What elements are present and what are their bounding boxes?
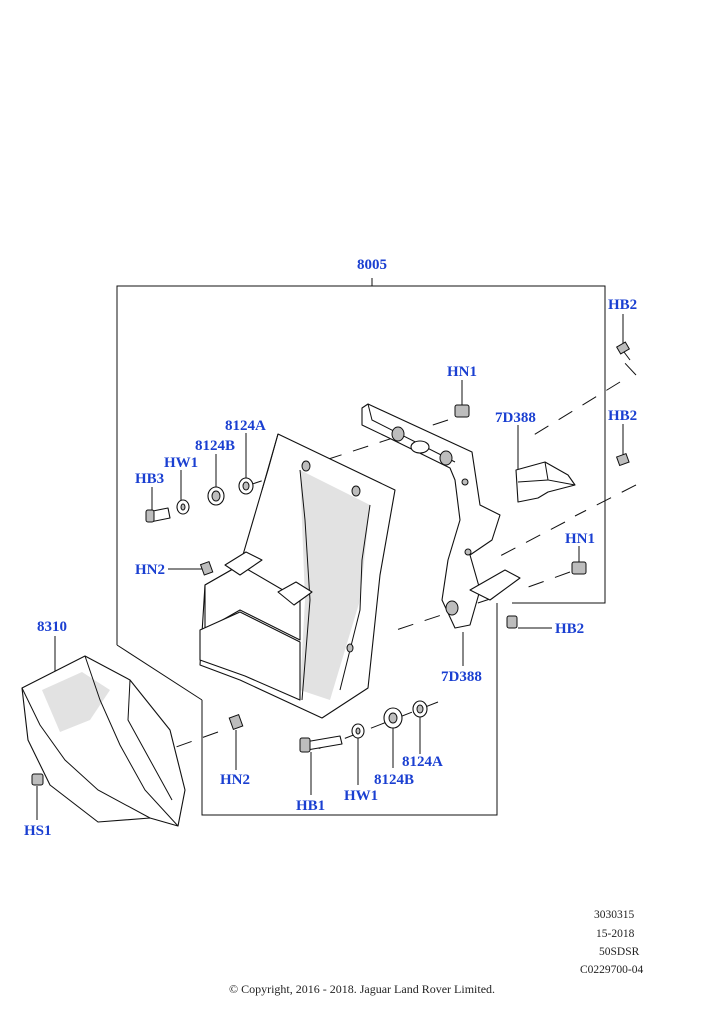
callout-7d388-top[interactable]: 7D388	[495, 410, 536, 426]
duct-8310	[21, 655, 186, 827]
callout-8310[interactable]: 8310	[37, 619, 67, 635]
callout-hs1[interactable]: HS1	[24, 823, 52, 839]
callout-hb1[interactable]: HB1	[296, 798, 326, 814]
reference-code-2: 15-2018	[596, 928, 635, 940]
reference-code-3: 50SDSR	[599, 946, 640, 958]
callout-hw1-bottom[interactable]: HW1	[344, 788, 379, 804]
callout-hb2-top[interactable]: HB2	[608, 297, 638, 313]
leader-lines	[36, 314, 624, 820]
callout-hb3[interactable]: HB3	[135, 471, 165, 487]
callout-7d388-bottom[interactable]: 7D388	[441, 669, 482, 685]
copyright-notice: © Copyright, 2016 - 2018. Jaguar Land Ro…	[228, 982, 496, 996]
callout-hb2-mid[interactable]: HB2	[608, 408, 638, 424]
callout-8124a-bottom[interactable]: 8124A	[402, 754, 443, 770]
duct-housing	[199, 433, 396, 719]
callout-8124a-top[interactable]: 8124A	[225, 418, 266, 434]
callout-hn2-top[interactable]: HN2	[135, 562, 165, 578]
small-bracket	[515, 461, 576, 503]
assembly-bracket-8005	[116, 278, 606, 816]
callout-8124b-bottom[interactable]: 8124B	[374, 772, 415, 788]
reference-code-1: 3030315	[594, 909, 635, 921]
callout-hw1-top[interactable]: HW1	[164, 455, 199, 471]
fasteners	[31, 341, 631, 786]
callout-8124b-top[interactable]: 8124B	[195, 438, 236, 454]
callout-hn1-top[interactable]: HN1	[447, 364, 477, 380]
callout-8005[interactable]: 8005	[357, 257, 387, 273]
callout-hb2-bottom[interactable]: HB2	[555, 621, 585, 637]
callout-hn1-right[interactable]: HN1	[565, 531, 595, 547]
reference-code-4: C0229700-04	[580, 964, 644, 976]
mounting-bracket	[361, 403, 521, 629]
callout-hn2-bottom[interactable]: HN2	[220, 772, 250, 788]
